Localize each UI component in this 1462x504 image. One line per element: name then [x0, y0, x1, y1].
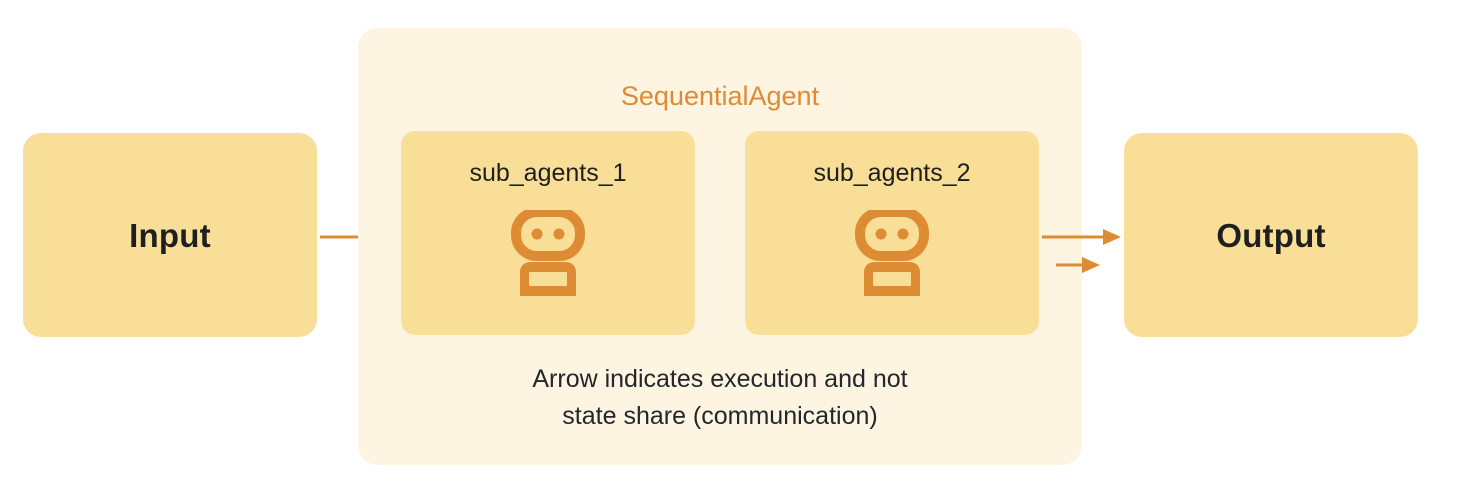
- robot-icon: [510, 207, 586, 298]
- sub-agent-box-2[interactable]: sub_agents_2: [745, 131, 1039, 335]
- caption-line-2: state share (communication): [562, 402, 878, 430]
- input-box[interactable]: Input: [23, 133, 317, 337]
- arrow-sub-agents-1-to-sub-agents-2-icon: [1056, 256, 1100, 274]
- arrow-sub-agents-2-to-output-icon: [1042, 228, 1121, 246]
- sub-agent-2-label: sub_agents_2: [813, 159, 971, 187]
- sequential-agent-container: SequentialAgent sub_agents_1: [358, 28, 1100, 465]
- container-caption: Arrow indicates execution and not state …: [358, 361, 1082, 435]
- robot-icon: [854, 207, 930, 298]
- sub-agent-1-label: sub_agents_1: [469, 159, 627, 187]
- output-box[interactable]: Output: [1124, 133, 1418, 337]
- sub-agent-box-1[interactable]: sub_agents_1: [401, 131, 695, 335]
- caption-line-1: Arrow indicates execution and not: [532, 365, 908, 393]
- input-label: Input: [129, 216, 211, 254]
- sequential-agent-title: SequentialAgent: [620, 81, 820, 111]
- output-label: Output: [1216, 216, 1326, 254]
